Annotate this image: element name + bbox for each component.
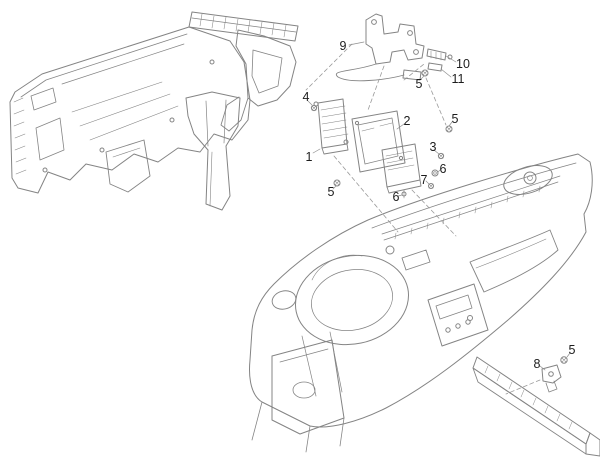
fasteners-10-11-drawing	[421, 48, 453, 77]
callout-5-upper-right: 5	[451, 111, 459, 126]
callout-6-right: 6	[439, 161, 447, 176]
callout-11: 11	[451, 71, 465, 86]
callout-5-lower-right: 5	[568, 342, 576, 357]
callout-6-bottom: 6	[392, 189, 400, 204]
callout-4: 4	[302, 89, 310, 104]
mounting-rail-8-drawing	[472, 356, 600, 457]
callout-8: 8	[533, 356, 541, 371]
callout-1: 1	[305, 149, 313, 164]
projection-lines	[305, 43, 541, 395]
callout-10: 10	[456, 56, 470, 71]
firewall-bulkhead-drawing	[9, 11, 299, 211]
leader-lines	[307, 41, 571, 371]
callout-3: 3	[429, 139, 437, 154]
callout-2: 2	[403, 113, 411, 128]
callout-7: 7	[420, 172, 428, 187]
callout-5-left: 5	[327, 184, 335, 199]
ecu-assembly-drawing	[310, 98, 453, 199]
dashboard-drawing	[249, 153, 593, 453]
bracket-9-drawing	[335, 13, 425, 82]
callout-5-top: 5	[415, 76, 423, 91]
callout-9: 9	[339, 38, 347, 53]
